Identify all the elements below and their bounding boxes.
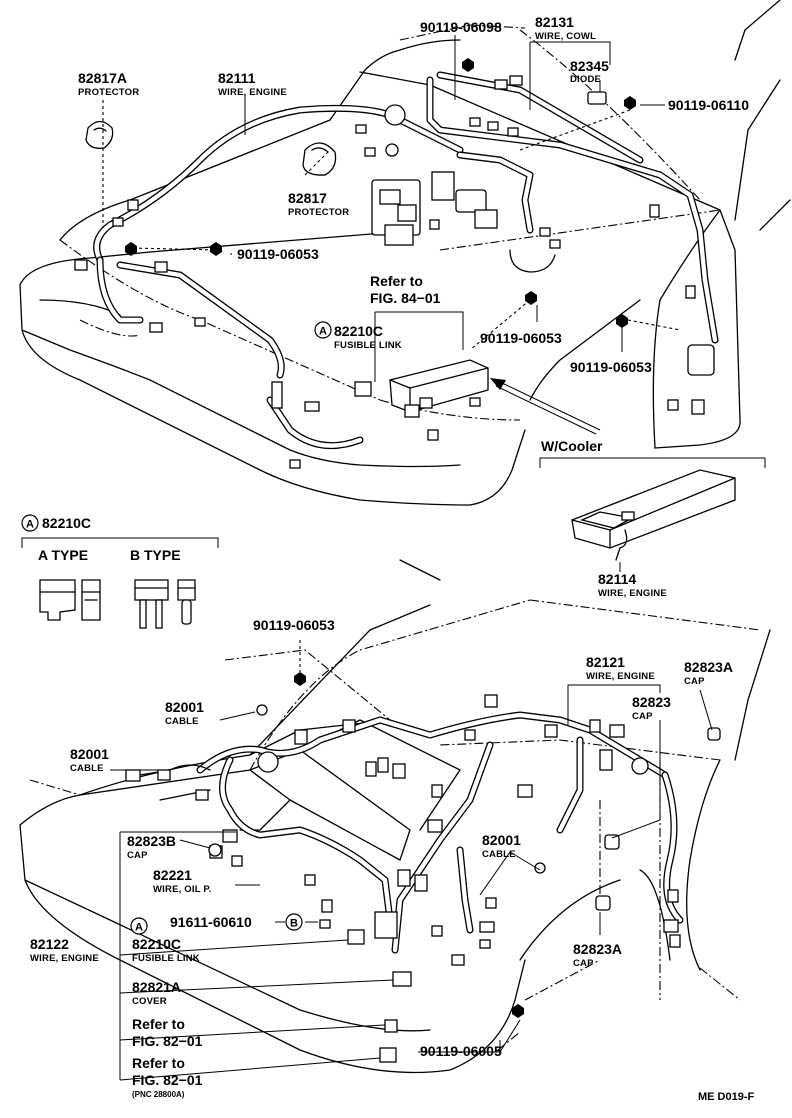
figure-reference: FIG. 82−01 <box>132 1033 203 1049</box>
part-name-cable: CABLE <box>165 716 199 727</box>
part-name-cover: COVER <box>132 996 167 1007</box>
part-name-wire-oil-p: WIRE, OIL P. <box>153 884 212 895</box>
part-number-82823B: 82823B <box>127 833 176 849</box>
part-number-90119-06053: 90119-06053 <box>237 246 319 262</box>
part-number-82823A: 82823A <box>573 941 622 957</box>
part-name-cap: CAP <box>632 711 653 722</box>
part-number-82823A: 82823A <box>684 659 733 675</box>
part-number-82345: 82345 <box>570 58 609 74</box>
bolt-icon <box>294 672 524 1018</box>
part-number-82817A: 82817A <box>78 70 127 86</box>
fuse-type-legend <box>21 537 219 629</box>
marker-a-label: A <box>135 922 143 934</box>
part-name-fusible-link: FUSIBLE LINK <box>334 340 402 351</box>
marker-b-bottom: B <box>285 913 303 931</box>
legend-part-number-82210C: 82210C <box>42 515 91 531</box>
bottom-leaders <box>110 640 713 1081</box>
top-wire-harness-82111 <box>93 71 719 450</box>
marker-a-label: A <box>319 326 327 338</box>
part-name-wire-engine: WIRE, ENGINE <box>586 671 655 682</box>
part-name-cap: CAP <box>127 850 148 861</box>
pnc-reference: (PNC 28800A) <box>132 1090 185 1099</box>
marker-a-bottom: A <box>130 917 148 935</box>
part-name-wire-engine: WIRE, ENGINE <box>598 588 667 599</box>
part-number-82821A: 82821A <box>132 979 181 995</box>
part-name-cap: CAP <box>573 958 594 969</box>
part-number-82001: 82001 <box>70 746 109 762</box>
part-name-wire-cowl: WIRE, COWL <box>535 31 596 42</box>
marker-a-legend: A <box>21 514 39 532</box>
part-name-wire-engine: WIRE, ENGINE <box>218 87 287 98</box>
part-number-82122: 82122 <box>30 936 69 952</box>
part-number-90119-06053: 90119-06053 <box>253 617 335 633</box>
top-vehicle-body <box>19 0 791 506</box>
part-number-90119-06053: 90119-06053 <box>480 330 562 346</box>
part-name-protector: PROTECTOR <box>78 87 139 98</box>
part-name-cable: CABLE <box>70 763 104 774</box>
part-number-82131: 82131 <box>535 14 574 30</box>
marker-a-label: A <box>26 519 34 531</box>
drawing-code: ME D019-F <box>698 1091 755 1103</box>
part-name-wire-engine: WIRE, ENGINE <box>30 953 99 964</box>
figure-reference: FIG. 82−01 <box>132 1072 203 1088</box>
part-number-82114: 82114 <box>598 571 636 587</box>
part-number-82210C: 82210C <box>334 323 383 339</box>
bolt-icon <box>125 58 636 328</box>
refer-to-label: Refer to <box>370 273 423 289</box>
part-number-82210C: 82210C <box>132 936 181 952</box>
w-cooler-label: W/Cooler <box>541 438 603 454</box>
bottom-wire-harness-82121 <box>139 711 684 954</box>
part-number-82221: 82221 <box>153 867 192 883</box>
part-name-diode: DIODE <box>570 74 601 85</box>
bottom-components <box>125 672 721 1063</box>
refer-to-label: Refer to <box>132 1055 185 1071</box>
part-name-fusible-link: FUSIBLE LINK <box>132 953 200 964</box>
part-number-82121: 82121 <box>586 654 625 670</box>
part-number-90119-06110: 90119-06110 <box>668 97 749 113</box>
part-number-91611-60610: 91611-60610 <box>170 914 252 930</box>
part-number-90119-06005: 90119-06005 <box>420 1043 502 1059</box>
b-type-label: B TYPE <box>130 547 181 563</box>
top-components <box>74 58 715 469</box>
a-type-label: A TYPE <box>38 547 88 563</box>
part-number-82817: 82817 <box>288 190 327 206</box>
marker-b-label: B <box>290 918 298 930</box>
figure-reference: FIG. 84−01 <box>370 290 441 306</box>
part-number-82111: 82111 <box>218 70 256 86</box>
part-name-cable: CABLE <box>482 849 516 860</box>
part-number-90119-06098: 90119-06098 <box>420 19 502 35</box>
top-leaders <box>102 35 681 435</box>
part-number-90119-06053: 90119-06053 <box>570 359 652 375</box>
w-cooler-inset <box>539 457 766 572</box>
part-number-82823: 82823 <box>632 694 671 710</box>
refer-to-label: Refer to <box>132 1016 185 1032</box>
part-name-cap: CAP <box>684 676 705 687</box>
part-name-protector: PROTECTOR <box>288 207 349 218</box>
part-number-82001: 82001 <box>482 832 521 848</box>
part-labels: 82817A PROTECTOR 82111 WIRE, ENGINE 9011… <box>30 14 755 1103</box>
part-number-82001: 82001 <box>165 699 204 715</box>
marker-a-top: A <box>314 321 332 339</box>
